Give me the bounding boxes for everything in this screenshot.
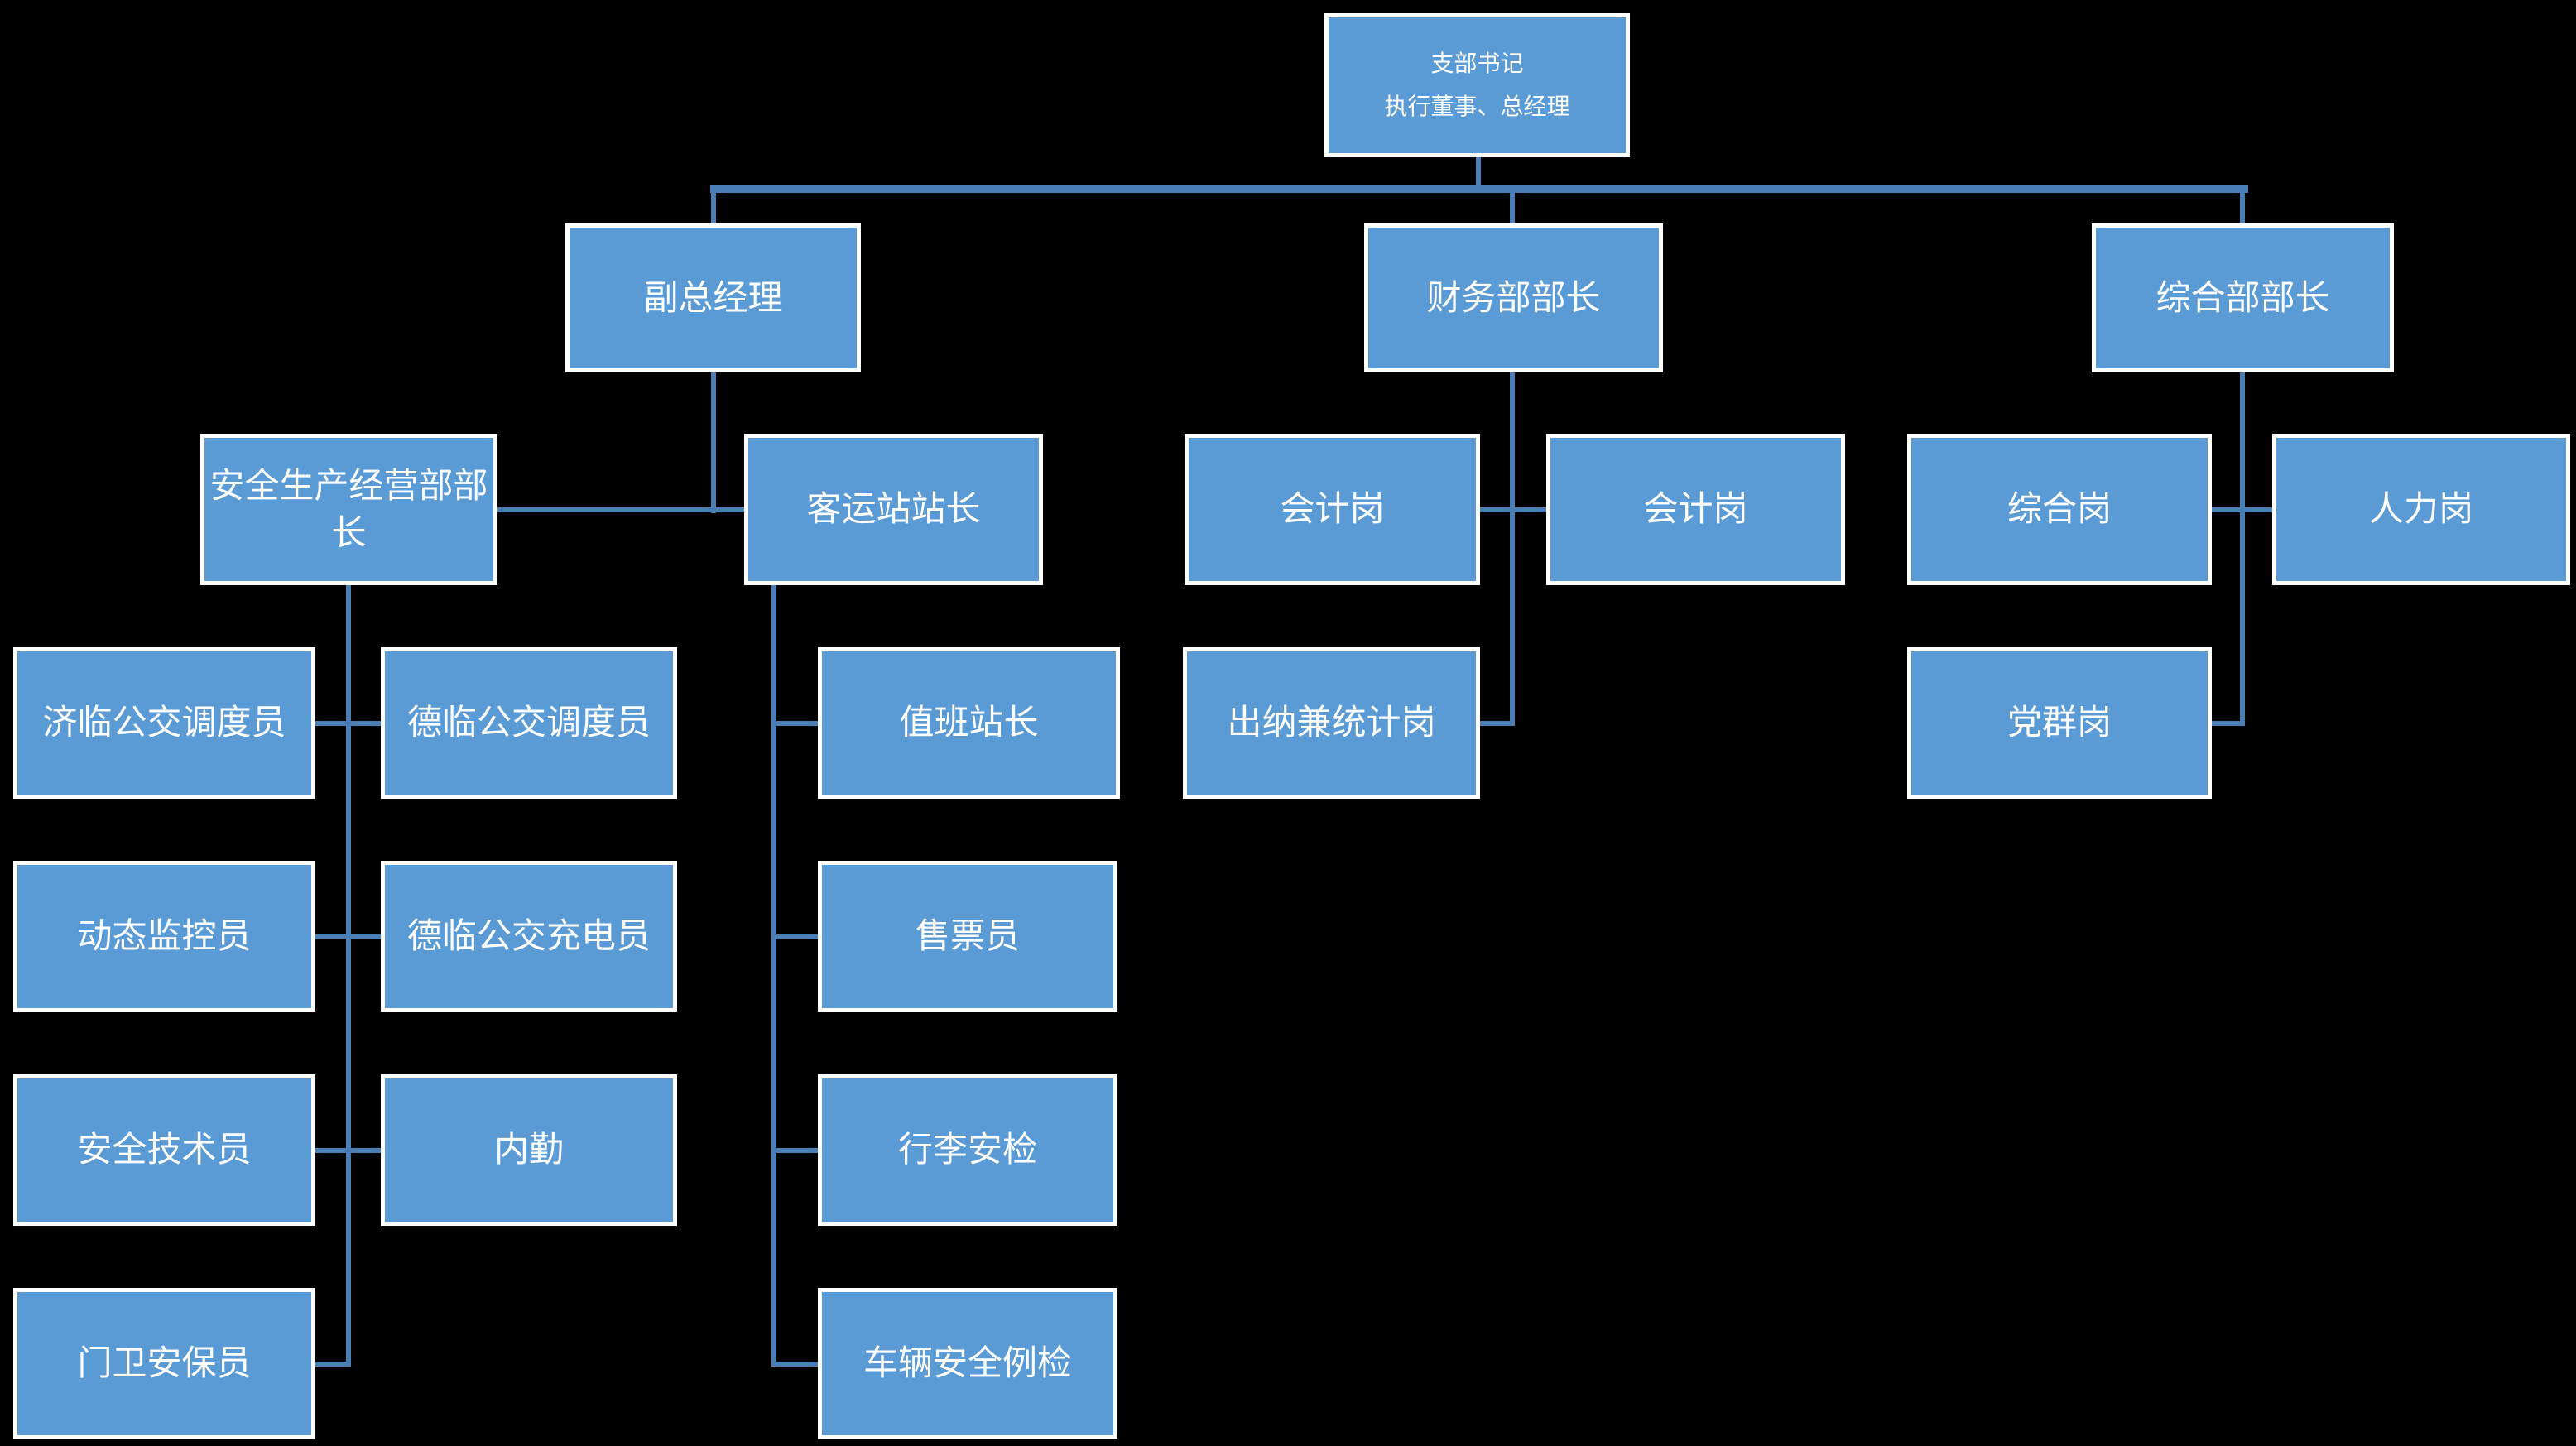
org-node-safety-ops-chief: 安全生产经营部部长: [200, 434, 497, 585]
org-node-delin-bus-charger: 德临公交充电员: [381, 861, 677, 1012]
org-node-party-mass-post: 党群岗: [1907, 647, 2212, 799]
connector-line: [315, 721, 381, 726]
org-node-sublabel: 执行董事、总经理: [1384, 94, 1570, 119]
connector-line: [1510, 372, 1515, 726]
org-node-label: 德临公交调度员: [406, 703, 651, 742]
connector-line: [774, 1148, 818, 1153]
org-node-label: 安全技术员: [77, 1130, 252, 1170]
connector-line: [315, 1362, 351, 1367]
org-node-finance-chief: 财务部部长: [1364, 223, 1663, 372]
org-node-label: 人力岗: [2368, 489, 2473, 529]
org-node-label: 会计岗: [1643, 489, 1748, 529]
org-node-general-dept-chief: 综合部部长: [2092, 223, 2394, 372]
org-node-label: 动态监控员: [77, 916, 252, 956]
org-node-label: 党群岗: [2006, 703, 2112, 742]
connector-line: [346, 585, 351, 1367]
org-node-luggage-security: 行李安检: [818, 1074, 1117, 1226]
org-node-general-post: 综合岗: [1907, 434, 2212, 585]
org-node-cashier-statistician: 出纳兼统计岗: [1183, 647, 1480, 799]
connector-line: [774, 721, 818, 726]
org-node-safety-technician: 安全技术员: [13, 1074, 315, 1226]
org-node-delin-bus-dispatcher: 德临公交调度员: [381, 647, 677, 799]
org-node-label: 财务部部长: [1426, 277, 1601, 317]
org-node-branch-secretary: 支部书记执行董事、总经理: [1324, 13, 1630, 157]
connector-line: [2240, 372, 2245, 726]
org-node-office-clerk: 内勤: [381, 1074, 677, 1226]
org-node-label: 行李安检: [897, 1130, 1037, 1170]
org-node-accountant-1: 会计岗: [1185, 434, 1480, 585]
org-node-label: 会计岗: [1280, 489, 1385, 529]
connector-line: [711, 190, 716, 223]
org-node-label: 值班站长: [899, 703, 1039, 742]
org-node-label: 副总经理: [643, 277, 783, 317]
org-node-label: 支部书记: [1430, 50, 1524, 77]
org-node-label: 车辆安全例检: [863, 1343, 1072, 1383]
org-node-deputy-gm: 副总经理: [565, 223, 861, 372]
connector-line: [1480, 721, 1515, 726]
org-node-jilin-bus-dispatcher: 济临公交调度员: [13, 647, 315, 799]
connector-line: [497, 507, 744, 512]
connector-line: [1476, 157, 1481, 190]
connector-line: [1510, 190, 1515, 223]
connector-line: [774, 1362, 818, 1367]
org-node-label: 出纳兼统计岗: [1227, 703, 1436, 742]
org-node-label: 综合部部长: [2155, 277, 2330, 317]
org-node-label: 客运站站长: [806, 489, 981, 529]
org-node-hr-post: 人力岗: [2272, 434, 2570, 585]
org-node-duty-station-master: 值班站长: [818, 647, 1120, 799]
org-node-label: 德临公交充电员: [406, 916, 651, 956]
org-node-station-master: 客运站站长: [744, 434, 1043, 585]
org-node-vehicle-safety-check: 车辆安全例检: [818, 1288, 1117, 1439]
connector-line: [771, 585, 776, 1367]
org-node-label: 门卫安保员: [77, 1343, 252, 1383]
org-node-label: 售票员: [915, 916, 1020, 956]
org-node-accountant-2: 会计岗: [1546, 434, 1845, 585]
org-node-label: 安全生产经营部部长: [209, 465, 488, 552]
connector-line: [2240, 190, 2245, 223]
org-node-gate-guard: 门卫安保员: [13, 1288, 315, 1439]
connector-line: [711, 372, 716, 513]
connector-line: [710, 185, 2248, 193]
org-node-ticket-seller: 售票员: [818, 861, 1117, 1012]
connector-line: [315, 934, 381, 939]
connector-line: [315, 1148, 381, 1153]
connector-line: [2212, 721, 2245, 726]
org-node-label: 综合岗: [2006, 489, 2112, 529]
org-node-label: 内勤: [493, 1130, 564, 1170]
org-node-label: 济临公交调度员: [42, 703, 286, 742]
org-node-dynamic-monitor: 动态监控员: [13, 861, 315, 1012]
connector-line: [774, 934, 818, 939]
